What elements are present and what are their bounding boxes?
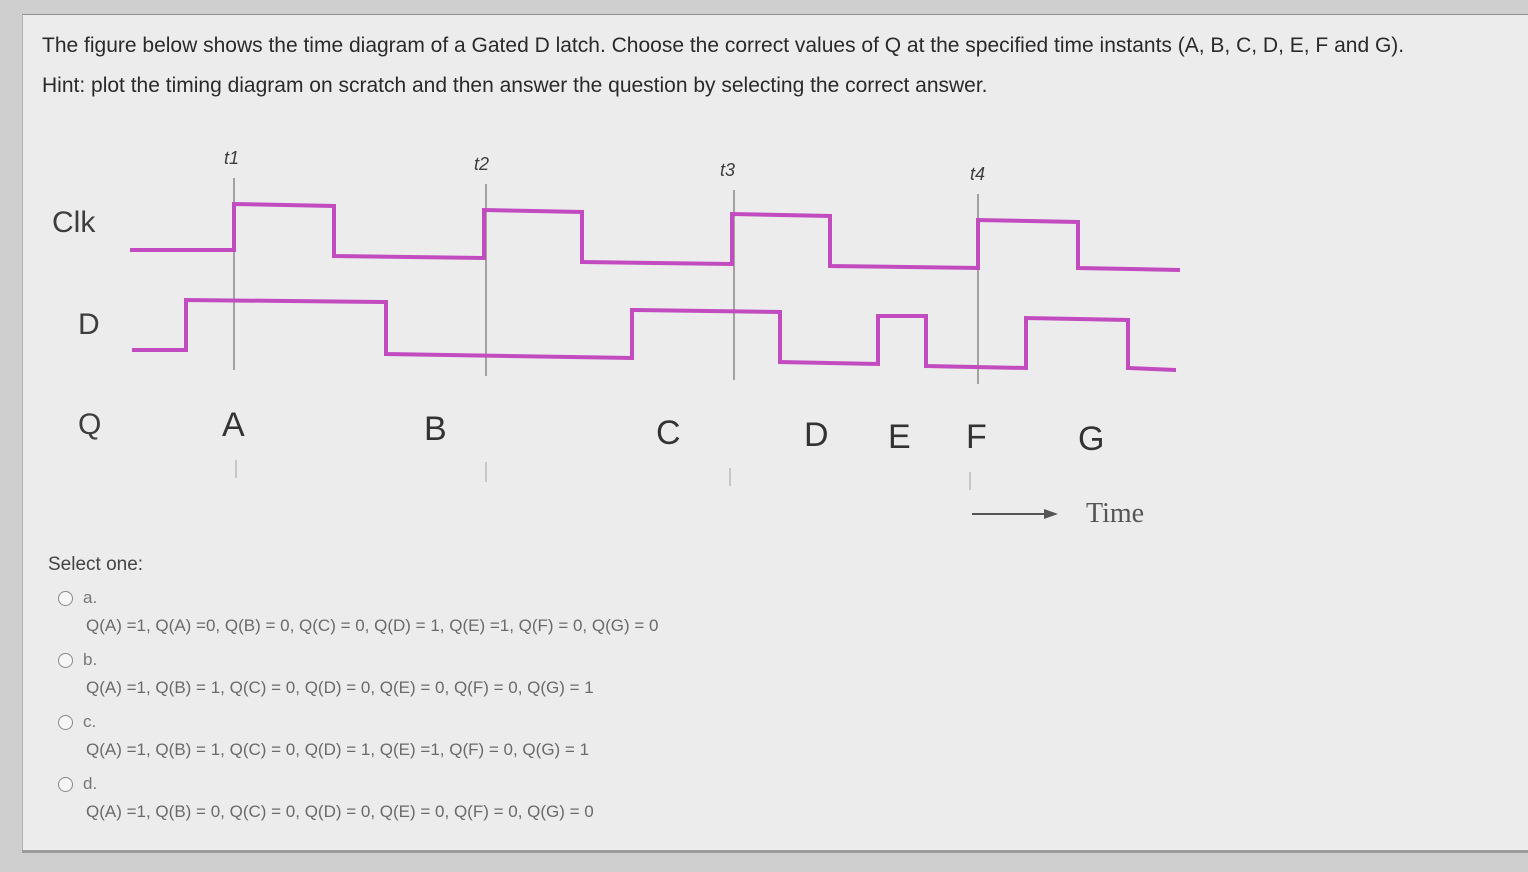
question-card [22, 14, 1528, 850]
point-e-label: E [888, 418, 911, 456]
option-c-letter: c. [83, 712, 97, 731]
select-prompt: Select one: [48, 554, 144, 575]
clk-waveform [130, 201, 1181, 272]
time-axis-arrow-icon [1044, 509, 1058, 519]
option-d-text: Q(A) =1, Q(B) = 0, Q(C) = 0, Q(D) = 0, Q… [86, 802, 594, 821]
option-d[interactable]: d. Q(A) =1, Q(B) = 0, Q(C) = 0, Q(D) = 0… [48, 770, 948, 832]
t4-label: t4 [970, 164, 985, 184]
point-f-label: F [966, 418, 987, 456]
card-bottom-border [22, 850, 1528, 853]
point-b-label: B [424, 410, 447, 448]
option-a-text: Q(A) =1, Q(A) =0, Q(B) = 0, Q(C) = 0, Q(… [86, 616, 659, 635]
radio-b[interactable] [58, 652, 73, 668]
option-c-text: Q(A) =1, Q(B) = 1, Q(C) = 0, Q(D) = 1, Q… [86, 740, 590, 759]
option-a-letter: a. [83, 588, 98, 607]
t3-label: t3 [720, 160, 735, 180]
radio-a[interactable] [58, 590, 73, 606]
question-line-1: The figure below shows the time diagram … [42, 34, 1405, 57]
option-b-letter: b. [83, 650, 98, 669]
d-label: D [78, 308, 100, 341]
point-g-label: G [1078, 420, 1104, 458]
d-waveform [132, 297, 1177, 372]
option-b[interactable]: b. Q(A) =1, Q(B) = 1, Q(C) = 0, Q(D) = 0… [48, 646, 948, 708]
question-text: The figure below shows the time diagram … [42, 26, 1442, 106]
point-d-label: D [804, 416, 829, 454]
question-line-2: Hint: plot the timing diagram on scratch… [42, 74, 988, 97]
answer-block: Select one: a. Q(A) =1, Q(A) =0, Q(B) = … [48, 554, 948, 832]
radio-c[interactable] [58, 714, 73, 730]
option-b-text: Q(A) =1, Q(B) = 1, Q(C) = 0, Q(D) = 0, Q… [86, 678, 594, 697]
option-c[interactable]: c. Q(A) =1, Q(B) = 1, Q(C) = 0, Q(D) = 1… [48, 708, 948, 770]
q-label: Q [78, 408, 101, 441]
point-a-label: A [222, 406, 245, 444]
radio-d[interactable] [58, 776, 73, 792]
t1-label: t1 [224, 148, 239, 168]
clk-label: Clk [52, 206, 96, 239]
t2-label: t2 [474, 154, 489, 174]
option-d-letter: d. [83, 774, 98, 793]
point-c-label: C [656, 414, 681, 452]
time-axis-label: Time [1086, 498, 1144, 529]
option-a[interactable]: a. Q(A) =1, Q(A) =0, Q(B) = 0, Q(C) = 0,… [48, 584, 948, 646]
